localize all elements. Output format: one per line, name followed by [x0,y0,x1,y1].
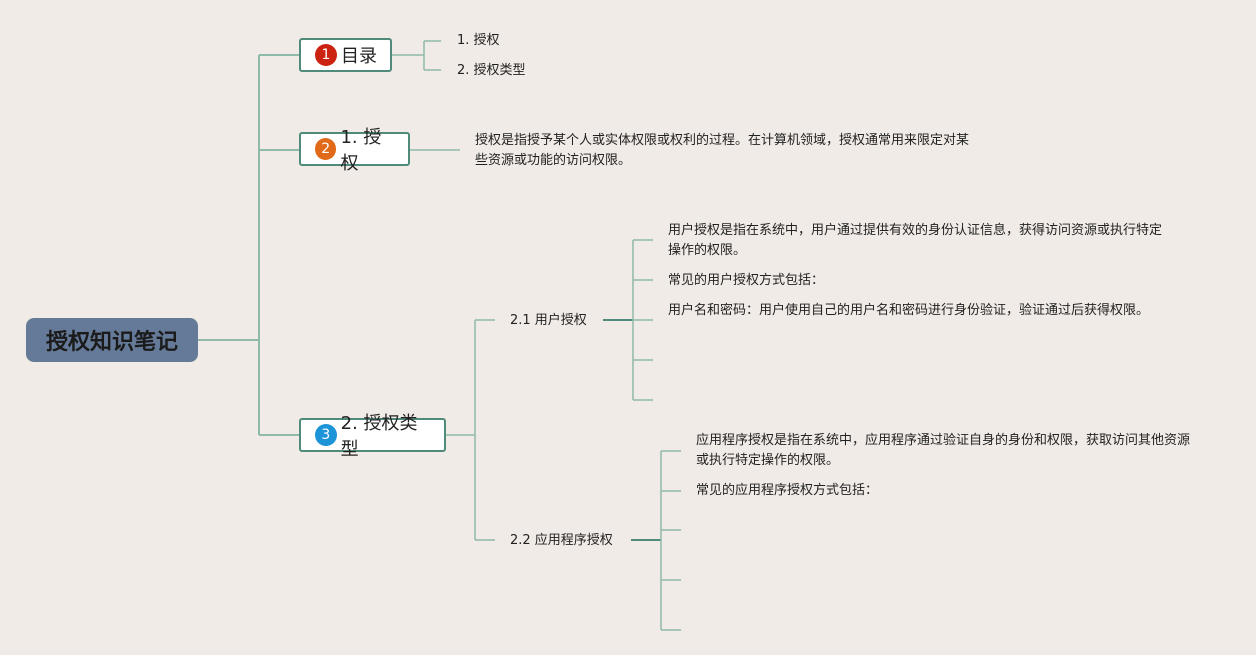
priority-3-icon: 3 [315,424,337,446]
topic-label: 目录 [341,46,377,67]
app-auth-item[interactable]: 常见的应用程序授权方式包括： [696,483,879,498]
subtopic-app-auth[interactable]: 2.2 应用程序授权 [510,533,613,548]
user-auth-item[interactable]: 用户授权是指在系统中，用户通过提供有效的身份认证信息，获得访问资源或执行特定操作… [668,223,1163,258]
topic-authorization[interactable]: 2 1. 授权 [299,127,410,174]
subtopic-toc-2[interactable]: 2. 授权类型 [457,63,526,78]
topic-authorization-types[interactable]: 3 2. 授权类型 [299,413,446,460]
root-topic[interactable]: 授权知识笔记 [26,318,198,362]
topic-label: 1. 授权 [340,127,382,174]
topic-label: 2. 授权类型 [340,413,418,460]
user-auth-item[interactable]: 常见的用户授权方式包括： [668,273,825,288]
subtopic-toc-1[interactable]: 1. 授权 [457,33,500,48]
topic-toc[interactable]: 1 目录 [299,38,392,72]
note-authorization[interactable]: 授权是指授予某个人或实体权限或权利的过程。在计算机领域，授权通常用来限定对某些资… [475,133,970,168]
app-auth-item[interactable]: 应用程序授权是指在系统中，应用程序通过验证自身的身份和权限，获取访问其他资源或执… [696,433,1191,468]
priority-2-icon: 2 [315,138,337,160]
user-auth-item[interactable]: 用户名和密码：用户使用自己的用户名和密码进行身份验证，验证通过后获得权限。 [668,303,1150,318]
root-label: 授权知识笔记 [45,330,178,355]
subtopic-user-auth[interactable]: 2.1 用户授权 [510,313,587,328]
priority-1-icon: 1 [315,44,337,66]
